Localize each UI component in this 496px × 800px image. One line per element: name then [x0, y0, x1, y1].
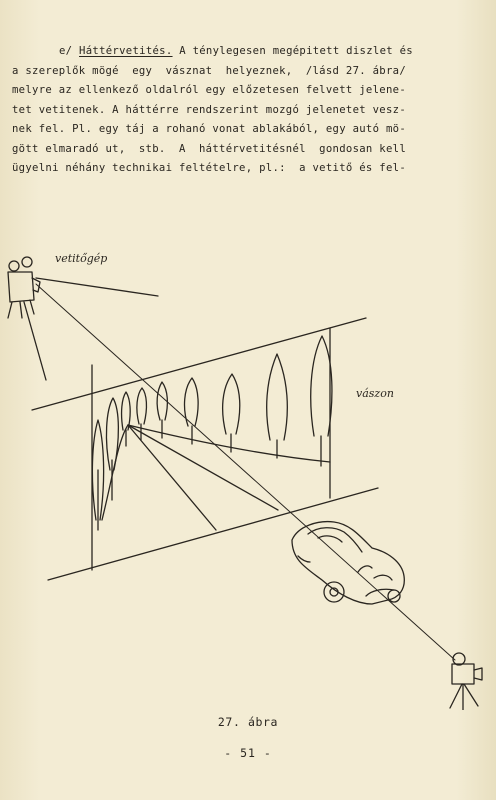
text-line: a szereplők mögé egy vásznat helyeznek, … — [12, 64, 406, 77]
label-screen: vászon — [356, 387, 394, 400]
screen-frame — [31, 317, 379, 581]
body-text: e/ Háttérvetités. A ténylegesen megépite… — [12, 42, 486, 179]
background-road — [101, 424, 331, 531]
projector-drawing — [7, 256, 47, 381]
projection-axis-line — [35, 283, 456, 661]
camera-drawing — [449, 652, 483, 710]
car-drawing — [291, 520, 405, 605]
list-label: e/ — [59, 45, 80, 57]
background-trees — [91, 335, 333, 531]
text-line: nek fel. Pl. egy táj a rohanó vonat abla… — [12, 123, 406, 135]
figure-illustration: vetitőgép vászon — [7, 252, 483, 710]
page-number: - 51 - — [224, 746, 272, 760]
text-line: melyre az ellenkező oldalról egy előzete… — [12, 84, 406, 96]
text-line: tet vetitenek. A háttérre rendszerint mo… — [12, 103, 406, 116]
text-line: ügyelni néhány technikai feltételre, pl.… — [12, 162, 406, 174]
figure-caption: 27. ábra — [217, 715, 279, 729]
text-line: gött elmaradó ut, stb. A háttérvetitésné… — [12, 142, 406, 155]
first-line-text: A ténylegesen megépitett diszlet és — [172, 45, 413, 57]
projection-line — [35, 277, 159, 297]
label-projector: vetitőgép — [55, 252, 107, 265]
section-heading: Háttérvetités. — [79, 45, 173, 57]
paragraph-first-line: e/ Háttérvetités. A ténylegesen megépite… — [12, 42, 486, 62]
